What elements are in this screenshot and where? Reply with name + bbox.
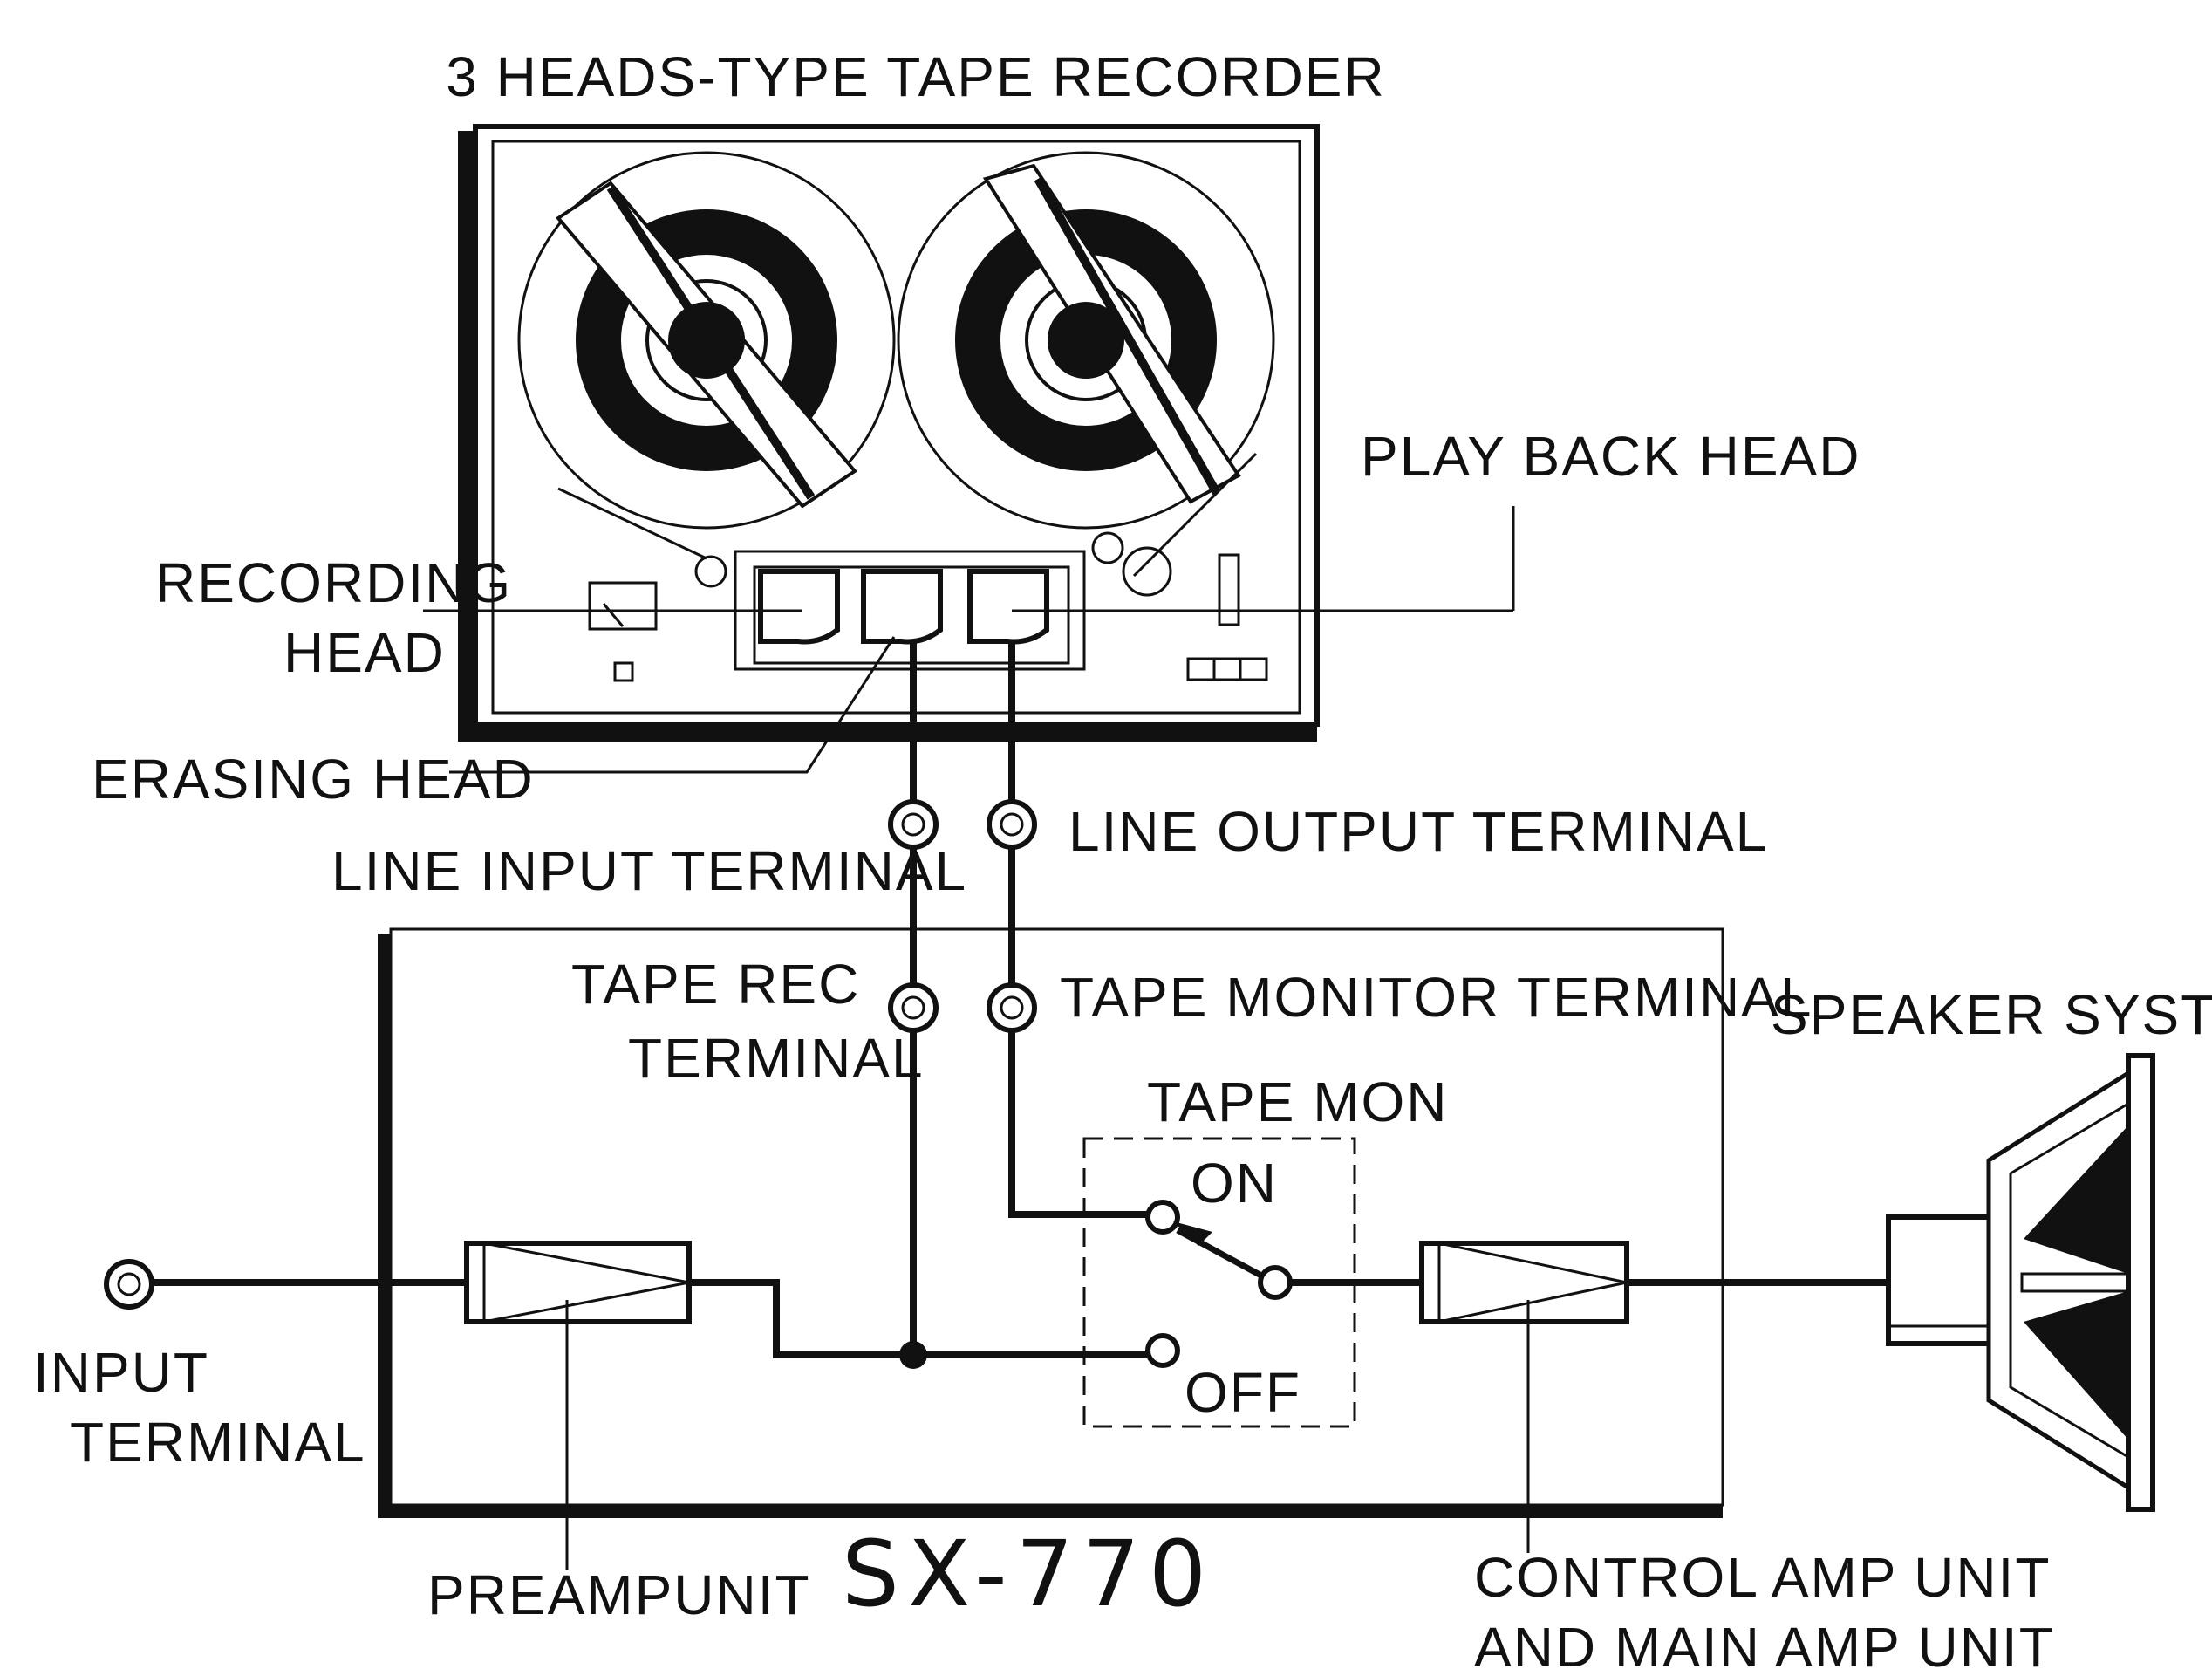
line-output-terminal [987,799,1037,850]
tape-rec-terminal-label-line2: TERMINAL [628,1027,925,1090]
recorder-cables [910,641,1151,1352]
speaker-system [1886,1053,2155,1512]
input-terminal [104,1259,154,1310]
control-amp-unit-label-line1: CONTROL AMP UNIT [1474,1546,2051,1609]
erasing-head-callout: ERASING HEAD [92,636,896,811]
input-terminal-label-line1: INPUT [33,1341,209,1404]
left-reel [517,151,896,530]
playback-head-block [967,569,1049,645]
line-output-terminal-label: LINE OUTPUT TERMINAL [1068,800,1768,863]
recording-head-label-line1: RECORDING [155,551,512,614]
control-and-main-amp-unit [1419,1241,1629,1553]
tape-monitor-terminal [987,982,1037,1033]
tape-monitor-terminal-label: TAPE MONITOR TERMINAL [1060,966,1813,1029]
play-back-head-callout: PLAY BACK HEAD [1012,425,1860,612]
right-reel [897,151,1275,530]
signal-path [148,1279,1888,1369]
switch-on-label: ON [1191,1152,1278,1214]
erasing-head-label: ERASING HEAD [92,748,535,811]
recording-head-label-line2: HEAD [283,621,446,684]
preamp-unit [464,1241,692,1570]
recording-head-callout: RECORDING HEAD [155,551,802,684]
play-back-head-label: PLAY BACK HEAD [1361,425,1860,488]
tape-rec-terminal [888,982,939,1033]
tape-rec-terminal-label-line1: TAPE REC [571,953,860,1016]
sx770-amplifier [378,927,1724,1518]
preamp-unit-label: PREAMPUNIT [427,1563,811,1626]
control-amp-unit-label-line2: AND MAIN AMP UNIT [1474,1616,2055,1676]
tape-mon-label: TAPE MON [1147,1071,1449,1133]
switch-off-label: OFF [1185,1361,1301,1424]
recording-head-block [758,569,840,645]
speaker-system-label: SPEAKER SYSTEM [1771,983,2212,1046]
erasing-head-block [861,569,943,645]
model-label: SX-770 [842,1521,1215,1627]
line-input-terminal [888,799,939,850]
input-terminal-label-line2: TERMINAL [70,1411,366,1474]
tape-recorder [458,124,1320,742]
line-input-terminal-label: LINE INPUT TERMINAL [331,839,967,902]
tape-mon-switch: TAPE MON ON OFF [1082,1071,1449,1428]
diagram-title: 3 HEADS-TYPE TAPE RECORDER [446,45,1385,108]
